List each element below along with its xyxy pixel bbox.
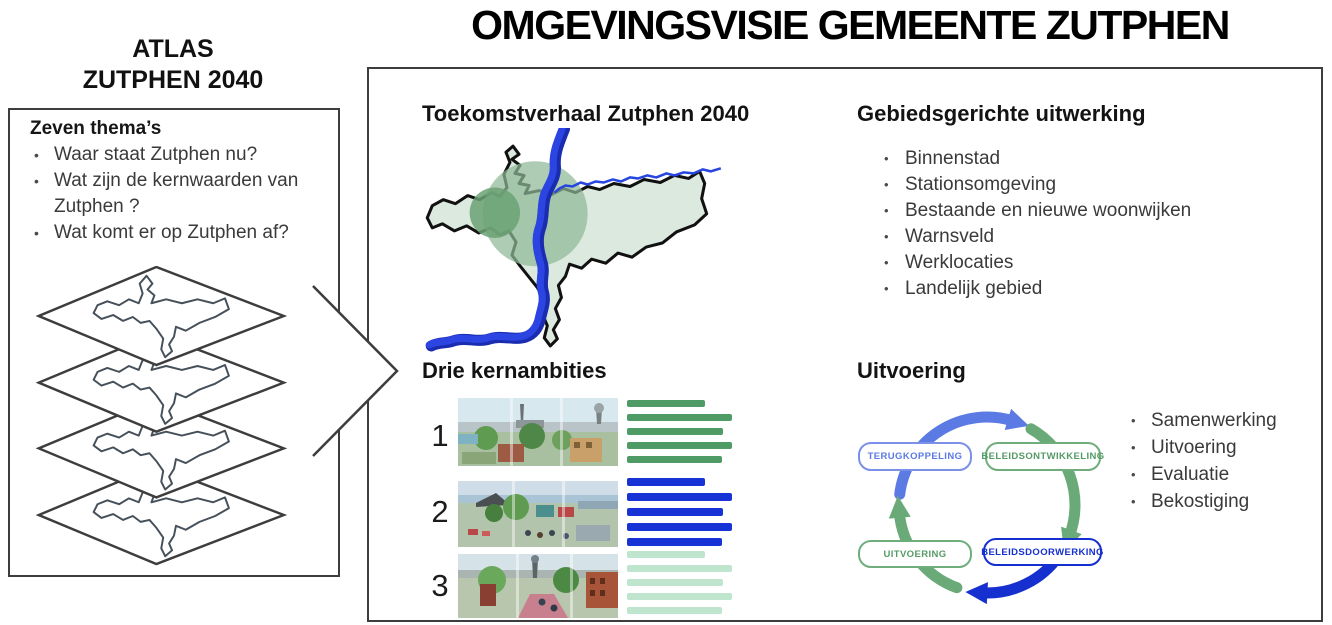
gebied-item: Bestaande en nieuwe woonwijken [878,198,1298,224]
text-bar [627,493,732,501]
river-ijssel [425,128,566,349]
text-bar [627,478,705,486]
toekomst-heading: Toekomstverhaal Zutphen 2040 [422,101,750,126]
kernambitie-1-number: 1 [431,418,449,453]
focus-circle-small [469,187,521,238]
stream-berkel [553,167,722,194]
kernambitie-2-bars [627,478,737,546]
gebied-item: Stationsomgeving [878,172,1298,198]
theme-item: Wat komt er op Zutphen af? [28,220,328,246]
policy-cycle-diagram: TERUGKOPPELING BELEIDSONTWIKKELING UITVO… [850,400,1112,615]
gebied-item: Warnsveld [878,224,1298,250]
text-bar [627,414,732,421]
text-bar [627,442,732,449]
cycle-arrow-top-blue [894,408,1029,500]
text-bar [627,593,732,600]
text-bar [627,400,705,407]
cycle-arrow-right-green [1025,423,1082,552]
arrow-right-chevron [312,285,399,457]
atlas-heading-line2: ZUTPHEN 2040 [82,66,264,94]
text-bar [627,538,722,546]
atlas-heading-line1: ATLAS [132,35,214,63]
layered-maps-illustration [37,266,286,566]
policy-cycle-arrows [888,408,1082,605]
text-bar [627,607,722,614]
text-bar [627,428,723,435]
text-bar [627,523,732,531]
gebied-item: Binnenstad [878,146,1298,172]
gebiedsgericht-heading: Gebiedsgerichte uitwerking [857,101,1146,126]
zutphen-map-illustration [425,128,722,352]
text-bar [627,579,723,586]
kernambities-heading: Drie kernambities [422,358,607,383]
kernambitie-3-bars [627,551,737,614]
theme-item: Wat zijn de kernwaarden van Zutphen ? [28,168,328,220]
atlas-heading: ATLAS ZUTPHEN 2040 [8,34,338,96]
theme-item: Waar staat Zutphen nu? [28,142,328,168]
cycle-pill-beleidsdoorwerking: BELEIDSDOORWERKING [981,538,1103,566]
cycle-pill-terugkoppeling: TERUGKOPPELING [858,442,972,471]
kernambitie-2-number: 2 [431,494,449,529]
uitvoering-heading: Uitvoering [857,358,966,383]
text-bar [627,551,705,558]
uitvoering-item: Samenwerking [1128,407,1318,434]
gebied-item: Werklocaties [878,250,1298,276]
kernambitie-2-photo [458,481,618,547]
uitvoering-list: Samenwerking Uitvoering Evaluatie Bekost… [1128,407,1318,515]
gebied-item: Landelijk gebied [878,276,1298,302]
text-bar [627,565,732,572]
kernambitie-3-number: 3 [431,568,449,603]
cycle-pill-beleidsontwikkeling: BELEIDSONTWIKKELING [981,442,1104,471]
text-bar [627,456,722,463]
gebiedsgericht-list: Binnenstad Stationsomgeving Bestaande en… [878,146,1298,302]
map-layer-1 [37,266,286,367]
text-bar [627,508,723,516]
uitvoering-item: Uitvoering [1128,434,1318,461]
uitvoering-item: Bekostiging [1128,488,1318,515]
kernambitie-1-bars [627,400,737,463]
page-title: OMGEVINGSVISIE GEMEENTE ZUTPHEN [471,2,1230,48]
cycle-pill-uitvoering: UITVOERING [858,540,972,568]
themes-heading: Zeven thema’s [30,118,162,139]
themes-list: Waar staat Zutphen nu? Wat zijn de kernw… [28,142,328,246]
uitvoering-item: Evaluatie [1128,461,1318,488]
kernambitie-1-photo [458,398,618,466]
kernambitie-3-photo [458,554,618,618]
